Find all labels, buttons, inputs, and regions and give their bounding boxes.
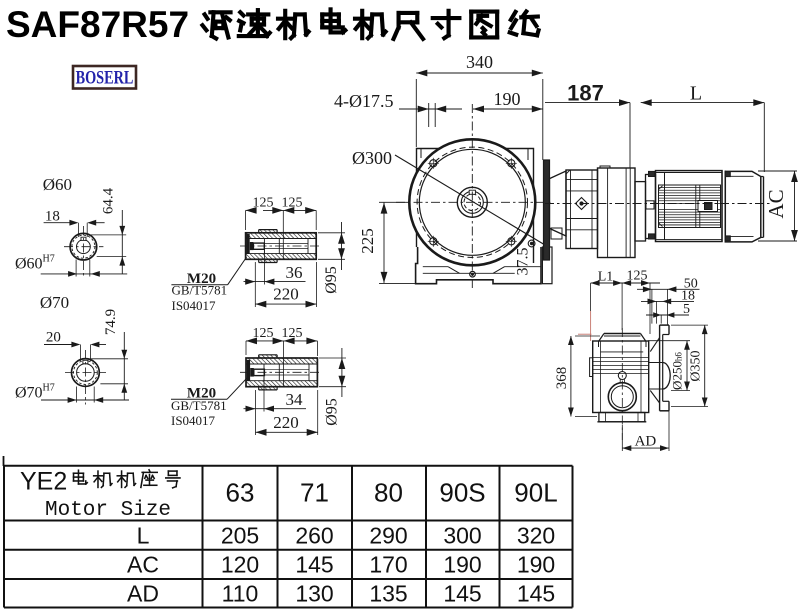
svg-text:Ø60: Ø60 xyxy=(43,175,72,194)
svg-text:Ø60: Ø60 xyxy=(15,256,43,273)
svg-text:74.9: 74.9 xyxy=(103,309,119,335)
svg-text:145: 145 xyxy=(295,552,333,578)
svg-text:260: 260 xyxy=(295,523,333,549)
svg-text:205: 205 xyxy=(221,523,259,549)
svg-text:63: 63 xyxy=(226,478,255,508)
svg-text:AD: AD xyxy=(635,434,657,450)
svg-text:187: 187 xyxy=(567,81,604,106)
svg-text:90L: 90L xyxy=(514,478,557,508)
svg-text:290: 290 xyxy=(369,523,407,549)
svg-text:Ø350: Ø350 xyxy=(689,350,704,381)
svg-text:L: L xyxy=(137,523,150,549)
svg-text:YE2: YE2 xyxy=(20,468,67,496)
svg-text:M20: M20 xyxy=(187,271,216,287)
svg-text:H7: H7 xyxy=(43,383,55,394)
svg-text:125: 125 xyxy=(627,269,648,284)
svg-text:M20: M20 xyxy=(187,386,216,402)
svg-text:300: 300 xyxy=(443,523,481,549)
svg-text:320: 320 xyxy=(517,523,555,549)
svg-text:368: 368 xyxy=(554,367,570,390)
svg-text:GB/T5781: GB/T5781 xyxy=(172,283,228,298)
svg-text:90S: 90S xyxy=(439,478,485,508)
svg-text:IS04017: IS04017 xyxy=(172,298,217,313)
svg-text:L1: L1 xyxy=(598,270,614,285)
svg-text:Ø70: Ø70 xyxy=(40,293,69,312)
svg-text:Ø95: Ø95 xyxy=(323,266,340,294)
svg-text:170: 170 xyxy=(369,552,407,578)
svg-text:135: 135 xyxy=(369,581,407,607)
svg-text:4-Ø17.5: 4-Ø17.5 xyxy=(334,91,394,111)
svg-text:18: 18 xyxy=(45,209,60,225)
svg-text:125: 125 xyxy=(282,196,303,211)
svg-text:50: 50 xyxy=(684,276,698,291)
svg-text:64.4: 64.4 xyxy=(101,187,117,214)
svg-text:AD: AD xyxy=(127,581,159,607)
svg-text:220: 220 xyxy=(273,413,299,432)
svg-text:18: 18 xyxy=(681,289,695,304)
svg-text:AC: AC xyxy=(764,189,788,218)
svg-text:125: 125 xyxy=(253,326,274,341)
svg-text:Ø95: Ø95 xyxy=(324,398,341,426)
svg-text:190: 190 xyxy=(443,552,481,578)
svg-text:Ø250h6: Ø250h6 xyxy=(670,352,685,390)
svg-text:IS04017: IS04017 xyxy=(171,413,216,428)
svg-text:340: 340 xyxy=(466,52,493,72)
svg-text:AC: AC xyxy=(127,552,159,578)
svg-text:130: 130 xyxy=(295,581,333,607)
svg-text:71: 71 xyxy=(300,478,329,508)
svg-text:145: 145 xyxy=(443,581,481,607)
svg-text:125: 125 xyxy=(282,326,303,341)
svg-text:34: 34 xyxy=(286,390,304,409)
svg-text:80: 80 xyxy=(374,478,403,508)
svg-text:Ø300: Ø300 xyxy=(352,148,392,168)
svg-text:Ø70: Ø70 xyxy=(15,385,43,402)
svg-text:190: 190 xyxy=(494,89,521,109)
svg-text:145: 145 xyxy=(517,581,555,607)
svg-text:225: 225 xyxy=(358,228,377,254)
svg-text:190: 190 xyxy=(517,552,555,578)
svg-text:20: 20 xyxy=(46,330,61,346)
svg-text:125: 125 xyxy=(253,196,274,211)
svg-text:H7: H7 xyxy=(43,254,55,265)
svg-text:5: 5 xyxy=(683,302,690,317)
svg-text:36: 36 xyxy=(286,263,303,282)
svg-text:110: 110 xyxy=(222,581,259,607)
svg-text:120: 120 xyxy=(221,552,259,578)
svg-text:SAF87R57: SAF87R57 xyxy=(6,4,189,45)
svg-text:37.5: 37.5 xyxy=(515,248,532,276)
svg-text:220: 220 xyxy=(273,285,299,304)
svg-text:L: L xyxy=(690,83,702,105)
svg-text:BOSERL: BOSERL xyxy=(76,67,134,88)
svg-text:GB/T5781: GB/T5781 xyxy=(171,398,227,413)
svg-text:Motor Size: Motor Size xyxy=(45,499,171,522)
